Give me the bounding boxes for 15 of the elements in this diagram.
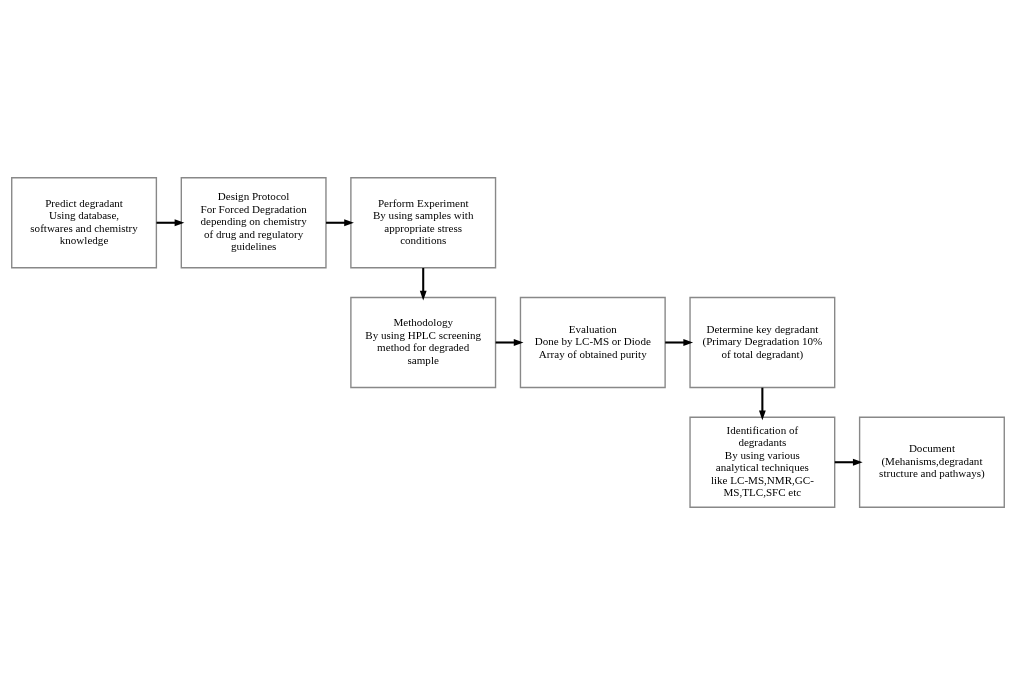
node-box: Identification of degradants By using various analytical techniques like LC-MS,NMR,GC-MS,TLC,SFC etc: [689, 416, 836, 508]
arrow: [156, 218, 185, 226]
node-box: Predict degradant Using database, softwares and chemistry knowledge: [11, 176, 158, 268]
arrow: [665, 338, 694, 346]
node-box: Methodology By using HPLC screening method for degraded sample: [350, 296, 497, 388]
node-box: Determine key degradant (Primary Degradation 10% of total degradant): [689, 296, 836, 388]
arrow: [758, 387, 766, 420]
arrow: [326, 218, 354, 226]
node-box: Document (Mehanisms,degradant structure and pathways): [858, 416, 1005, 508]
arrow: [834, 458, 863, 466]
arrow: [419, 267, 427, 300]
node-box: Perform Experiment By using samples with appropriate stress conditions: [350, 176, 497, 268]
node-box: Evaluation Done by LC-MS or Diode Array of obtained purity: [519, 296, 666, 388]
arrow: [495, 338, 524, 346]
node-box: Design Protocol For Forced Degradation depending on chemistry of drug and regulatory guidelines: [180, 176, 327, 268]
